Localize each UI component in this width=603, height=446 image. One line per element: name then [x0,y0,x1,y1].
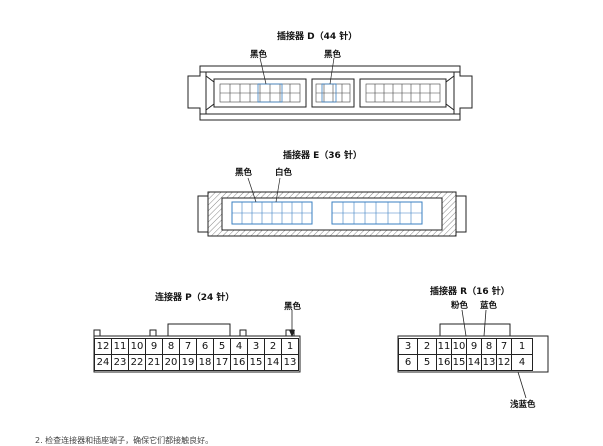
connector-e-label-white: 白色 [275,168,293,178]
connector-r-title: 插接器 R（16 针） [430,287,510,297]
pin-cell: 21 [145,354,163,371]
connector-d-label-black-right: 黑色 [324,50,342,60]
pin-cell: 13 [481,354,497,371]
connector-d-housing [187,65,473,121]
pin-cell: 2 [417,338,437,355]
pin-cell: 8 [481,338,497,355]
pin-cell: 12 [496,354,512,371]
pin-cell: 10 [451,338,467,355]
connector-d-leader-right [329,57,335,85]
pin-cell: 19 [179,354,197,371]
pin-cell: 20 [162,354,180,371]
pin-cell: 22 [128,354,146,371]
pin-cell: 4 [230,338,248,355]
pin-cell: 18 [196,354,214,371]
pin-cell: 17 [213,354,231,371]
pin-cell: 24 [94,354,112,371]
footer-note: 2. 检查连接器和插座端子，确保它们都接触良好。 [35,436,214,445]
connector-d-label-black-left: 黑色 [250,50,268,60]
connector-p-arrow [289,330,295,337]
pin-cell: 13 [281,354,299,371]
connector-r-label-blue: 蓝色 [480,301,498,311]
connector-d-right-pins [365,83,441,103]
connector-e-title: 插接器 E（36 针） [283,151,362,161]
pin-cell: 6 [398,354,418,371]
connector-d-highlight-left [257,83,283,103]
connector-p-title: 连接器 P（24 针） [155,293,235,303]
connector-e-housing [197,191,467,237]
pin-cell: 9 [145,338,163,355]
pin-cell: 15 [247,354,265,371]
pin-cell: 2 [264,338,282,355]
connector-d-title: 插接器 D（44 针） [277,32,358,42]
connector-r-label-pink: 粉色 [451,301,469,311]
pin-cell: 3 [398,338,418,355]
pin-cell: 3 [247,338,265,355]
connector-r-leader-blue [483,309,487,337]
pin-cell: 14 [466,354,482,371]
pin-cell: 16 [436,354,452,371]
pin-cell: 16 [230,354,248,371]
pin-cell: 7 [179,338,197,355]
pin-cell: 12 [94,338,112,355]
connector-r-label-light-blue: 浅蓝色 [510,400,536,410]
pin-cell: 11 [111,338,129,355]
connector-d-left-pins [219,83,301,103]
pin-cell: 14 [264,354,282,371]
pin-cell: 8 [162,338,180,355]
pin-cell: 23 [111,354,129,371]
pin-cell: 10 [128,338,146,355]
connector-d-highlight-right [321,83,337,103]
connector-d-leader-left [259,57,267,85]
pin-cell: 5 [417,354,437,371]
pin-cell: 1 [511,338,533,355]
pin-cell: 4 [511,354,533,371]
connector-r-leader-pink [461,309,467,337]
pin-cell: 11 [436,338,452,355]
connector-r-leader-light-blue [517,371,527,399]
connector-e-pins [232,202,422,224]
pin-cell: 9 [466,338,482,355]
pin-cell: 15 [451,354,467,371]
connector-e-leader-black [247,177,257,203]
connector-p-label-black: 黑色 [284,302,302,312]
connector-e-leader-white [275,177,281,203]
pin-cell: 7 [496,338,512,355]
connector-e-label-black: 黑色 [235,168,253,178]
connector-d-middle-pins [315,83,351,103]
pin-cell: 6 [196,338,214,355]
pin-cell: 5 [213,338,231,355]
pin-cell: 1 [281,338,299,355]
